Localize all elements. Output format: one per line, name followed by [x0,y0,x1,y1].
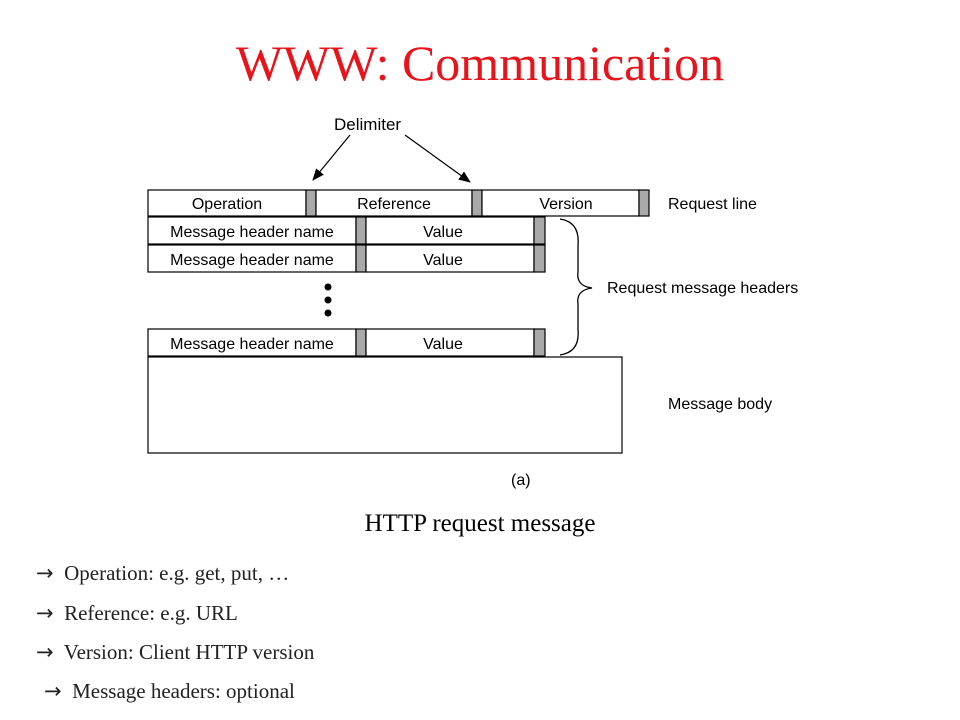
bullet-item: → Version: Client HTTP version [36,640,314,665]
right-arrow-icon: → [36,601,54,625]
header-row: Message header name Value [147,328,546,357]
field-operation: Operation [192,196,262,213]
header-value: Value [423,336,463,353]
delimiter-separator [355,328,367,357]
delimiter-separator [355,244,367,273]
right-arrow-icon: → [36,561,54,585]
field-reference: Reference [357,196,431,213]
headers-brace [559,218,593,356]
bullet-text: Message headers: optional [72,679,295,703]
slide-title: WWW: Communication [235,35,725,91]
ellipsis-dots [324,283,332,317]
delimiter-label: Delimiter [334,115,401,134]
bullet-text: Version: Client HTTP version [63,640,315,664]
message-body-label: Message body [668,396,772,413]
request-line: Operation Reference Version [147,189,650,217]
bullet-item: → Reference: e.g. URL [36,601,238,626]
header-name: Message header name [170,224,334,241]
delimiter-arrow-left [312,134,351,181]
header-value: Value [423,224,463,241]
right-arrow-icon: → [44,679,62,703]
headers-label: Request message headers [607,280,798,297]
figure-label: (a) [511,472,531,489]
delimiter-arrow-right [404,134,471,183]
delimiter-separator [471,189,483,217]
delimiter-separator [533,244,546,273]
field-version: Version [539,196,592,213]
delimiter-separator [533,216,546,245]
header-value: Value [423,252,463,269]
delimiter-separator [305,189,317,217]
header-row: Message header name Value [147,216,546,245]
bullet-text: Operation: e.g. get, put, … [64,561,290,585]
request-line-label: Request line [668,196,757,213]
right-arrow-icon: → [36,640,54,664]
message-body-box [147,356,623,454]
header-name: Message header name [170,336,334,353]
delimiter-separator [533,328,546,357]
header-row: Message header name Value [147,244,546,273]
bullet-text: Reference: e.g. URL [64,601,238,625]
bullet-item: → Operation: e.g. get, put, … [36,561,289,586]
bullet-item: → Message headers: optional [44,679,295,704]
delimiter-separator [355,216,367,245]
delimiter-separator [638,189,650,217]
diagram-caption: HTTP request message [364,510,596,537]
header-name: Message header name [170,252,334,269]
